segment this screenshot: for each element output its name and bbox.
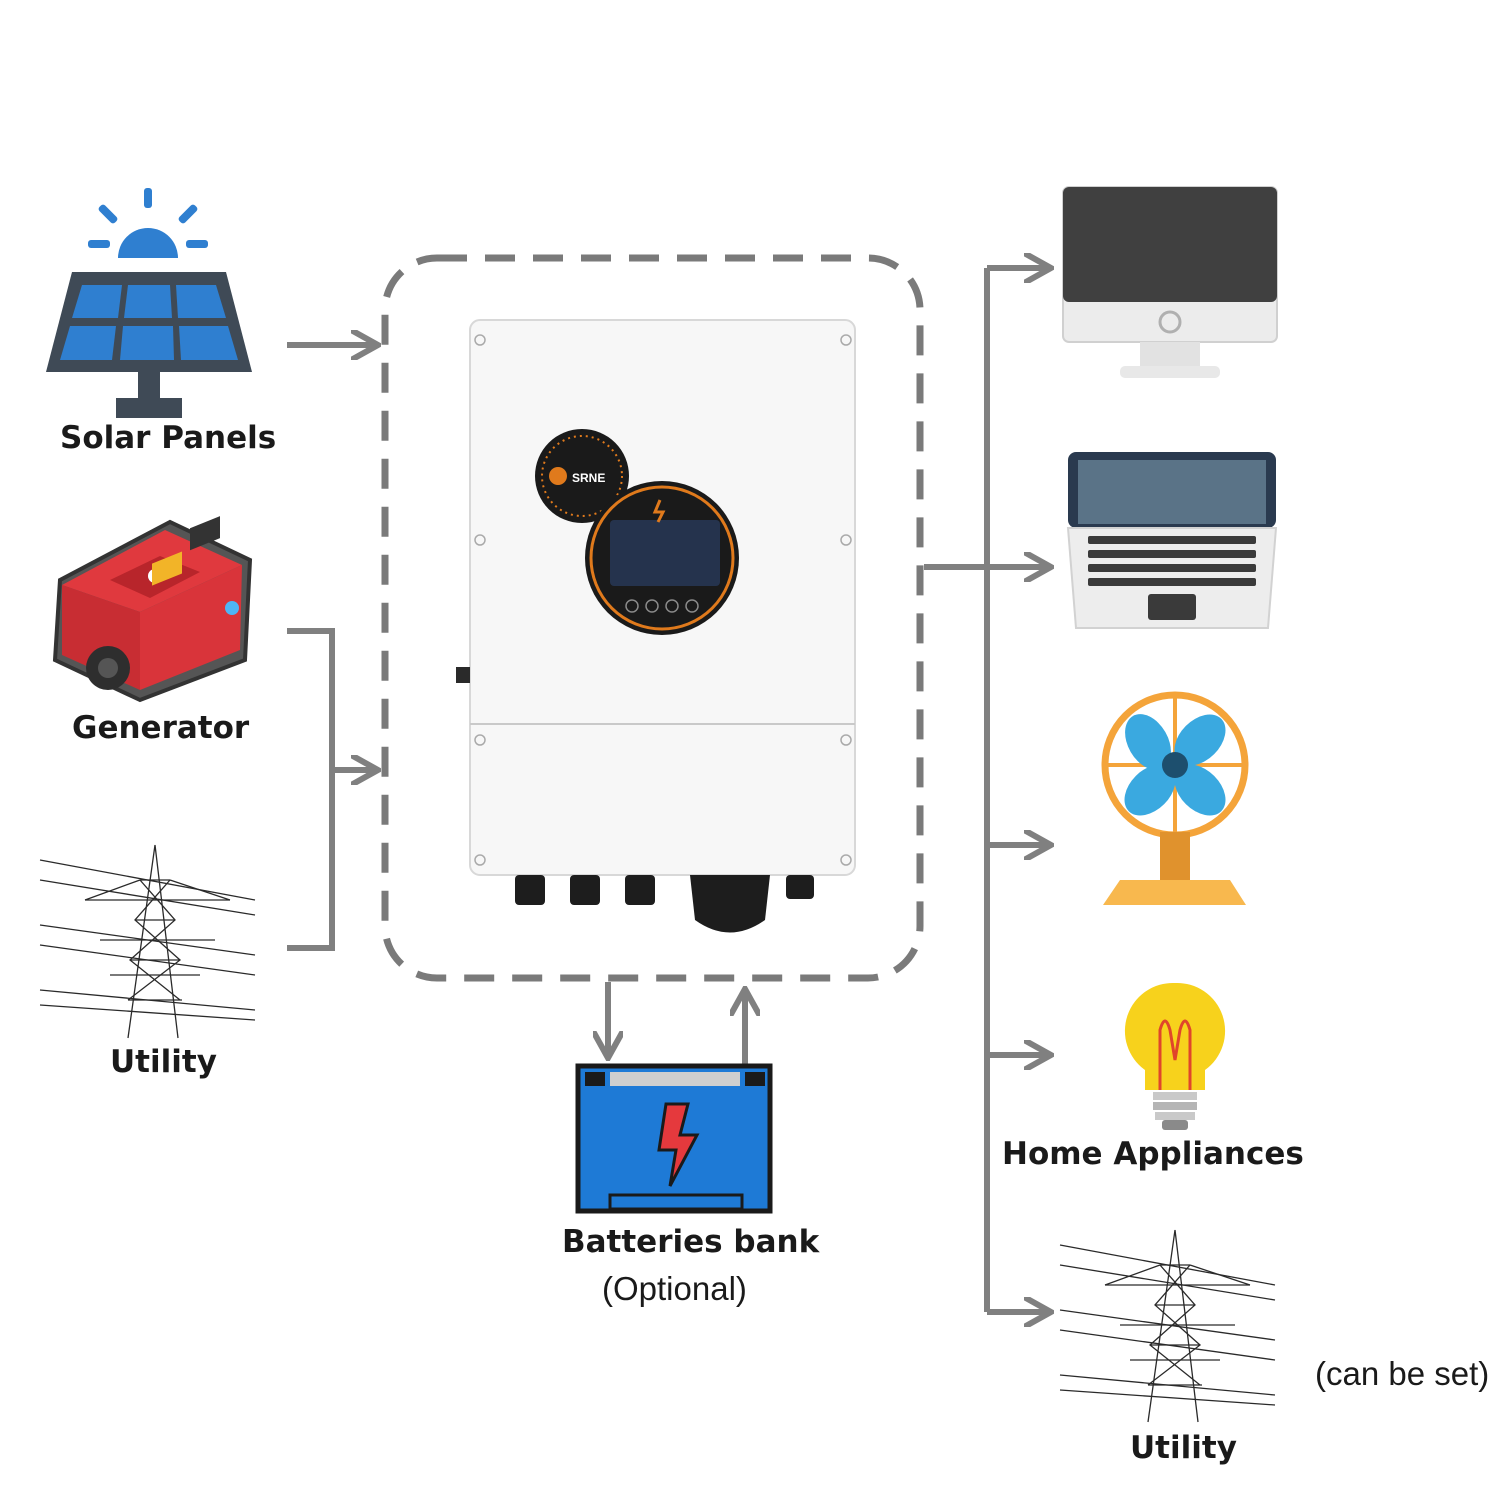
utility-source-label: Utility [110,1044,217,1080]
bulb-icon [1124,982,1226,1130]
utility-load-label: Utility [1130,1430,1237,1466]
home-appliances-label: Home Appliances [1002,1136,1304,1172]
solar-panels-label: Solar Panels [60,420,277,456]
input-arrows [287,345,375,951]
battery-arrows [608,982,745,1065]
output-arrows [924,268,1048,1312]
laptop-icon [1066,452,1278,629]
battery-icon [575,1063,773,1214]
optional-note: (Optional) [602,1270,747,1307]
inverter-boundary [381,254,924,982]
monitor-icon [1062,186,1278,378]
generator-label: Generator [72,710,250,746]
solar-panel-icon [46,188,252,418]
inverter-unit: SRNE [456,319,856,933]
utility-tower-left-icon [39,844,256,1039]
batteries-bank-label: Batteries bank [562,1224,820,1260]
inverter-brand: SRNE [572,471,605,485]
can-be-set-note: (can be set) [1315,1355,1490,1392]
fan-icon [1101,691,1249,905]
utility-tower-right-icon [1059,1229,1276,1423]
generator-icon [52,516,253,703]
